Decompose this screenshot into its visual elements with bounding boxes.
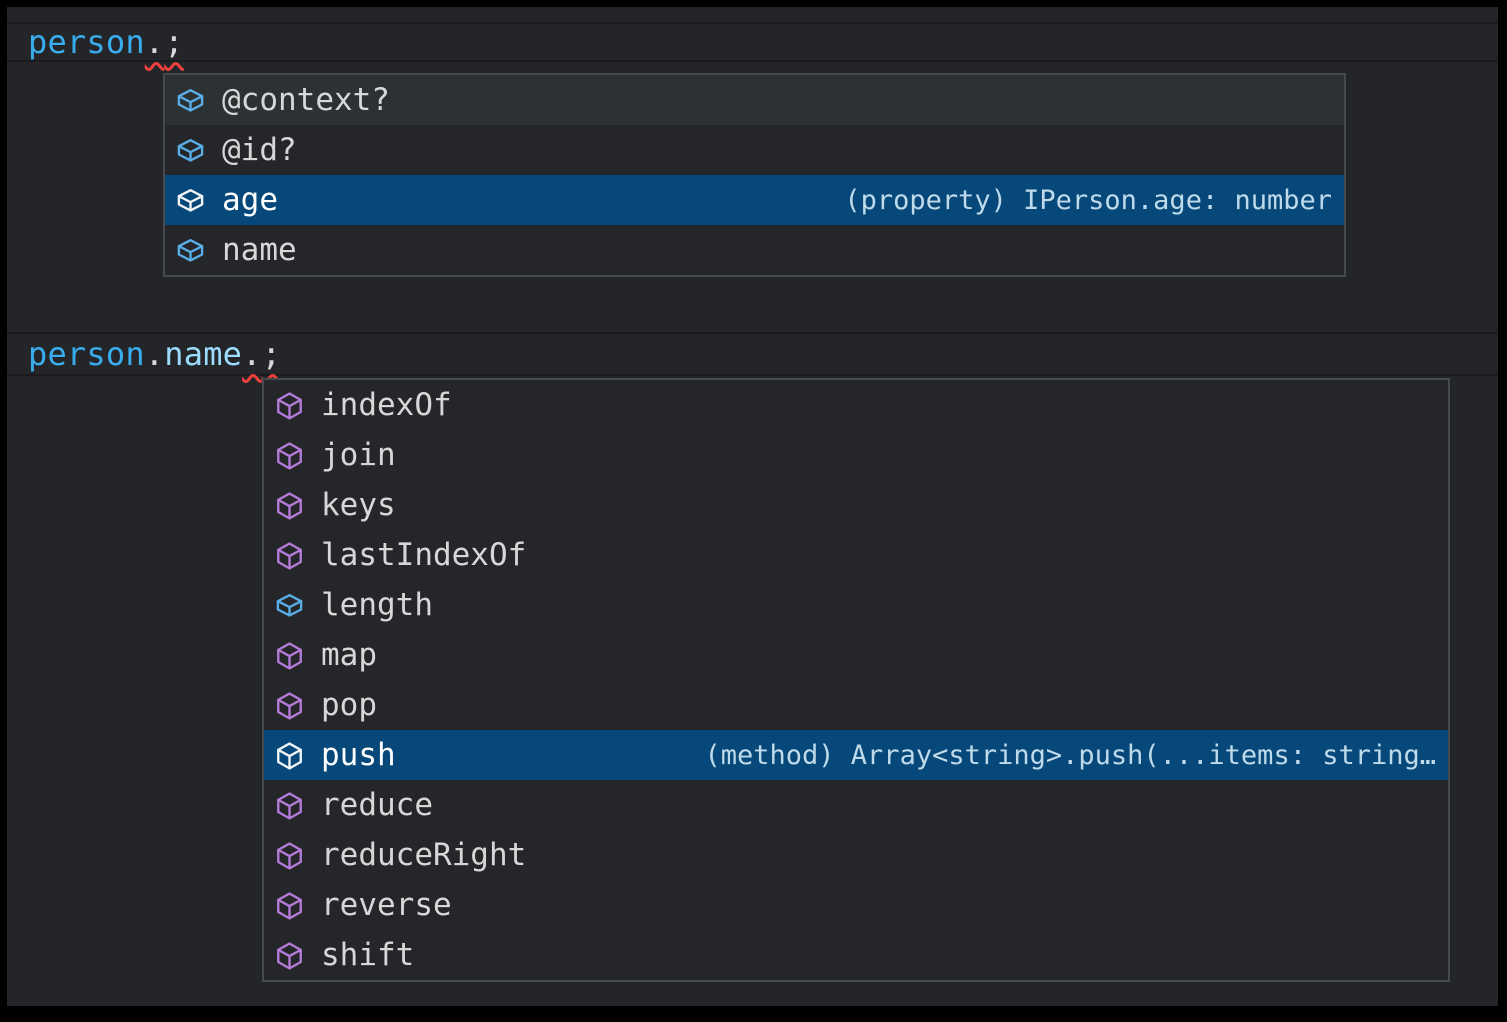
suggest-item-detail: (property) IPerson.age: number <box>844 184 1332 216</box>
symbol-field-icon <box>176 186 205 215</box>
symbol-method-icon <box>275 441 304 470</box>
symbol-method-icon <box>275 391 304 420</box>
suggest-item-join[interactable]: join <box>264 430 1448 480</box>
code-token: person <box>28 335 145 373</box>
suggest-item-context[interactable]: @context? <box>165 75 1344 125</box>
suggest-widget-person: @context? @id? age (property) IPerson.age: … <box>163 73 1346 277</box>
code-token: . <box>144 23 165 61</box>
symbol-method-icon <box>275 541 304 570</box>
symbol-field-icon <box>275 591 304 620</box>
suggest-widget-person-name: indexOf join keys lastIndexOf length map pop pu… <box>262 378 1450 982</box>
symbol-method-icon <box>275 941 304 970</box>
symbol-method-icon <box>275 641 304 670</box>
suggest-item-map[interactable]: map <box>264 630 1448 680</box>
suggest-item-reduceright[interactable]: reduceRight <box>264 830 1448 880</box>
suggest-item-label: @context? <box>222 82 390 118</box>
suggest-item-label: length <box>321 587 433 623</box>
symbol-method-icon <box>275 841 304 870</box>
code-line-person[interactable]: person.; <box>7 22 1498 62</box>
suggest-item-length[interactable]: length <box>264 580 1448 630</box>
suggest-item-label: map <box>321 637 377 673</box>
symbol-method-icon <box>275 691 304 720</box>
symbol-method-icon <box>275 791 304 820</box>
suggest-item-shift[interactable]: shift <box>264 930 1448 980</box>
code-token: person <box>28 23 145 61</box>
suggest-item-label: reduce <box>321 787 433 823</box>
suggest-item-pop[interactable]: pop <box>264 680 1448 730</box>
suggest-item-label: name <box>222 232 297 268</box>
suggest-item-label: pop <box>321 687 377 723</box>
suggest-item-reverse[interactable]: reverse <box>264 880 1448 930</box>
suggest-item-label: @id? <box>222 132 297 168</box>
code-token: ; <box>261 335 282 373</box>
suggest-item-reduce[interactable]: reduce <box>264 780 1448 830</box>
symbol-field-icon <box>176 86 205 115</box>
code-token: . <box>242 335 262 373</box>
suggest-item-id[interactable]: @id? <box>165 125 1344 175</box>
suggest-item-label: join <box>321 437 396 473</box>
code-token: . <box>144 335 165 373</box>
suggest-item-label: lastIndexOf <box>321 537 527 573</box>
suggest-item-label: age <box>222 182 278 218</box>
suggest-item-label: push <box>321 737 396 773</box>
suggest-item-label: reverse <box>321 887 452 923</box>
symbol-field-icon <box>176 236 205 265</box>
suggest-item-indexof[interactable]: indexOf <box>264 380 1448 430</box>
suggest-item-label: reduceRight <box>321 837 527 873</box>
symbol-method-icon <box>275 491 304 520</box>
code-token: ; <box>164 23 184 61</box>
code-token: name <box>164 335 243 373</box>
suggest-item-name[interactable]: name <box>165 225 1344 275</box>
symbol-field-icon <box>176 136 205 165</box>
suggest-item-keys[interactable]: keys <box>264 480 1448 530</box>
suggest-item-label: shift <box>321 937 415 973</box>
suggest-item-push[interactable]: push (method) Array<string>.push(...items… <box>264 730 1448 780</box>
suggest-item-age[interactable]: age (property) IPerson.age: number <box>165 175 1344 225</box>
code-editor[interactable]: person.; @context? @id? age (property) IPer… <box>7 7 1498 1006</box>
suggest-item-label: indexOf <box>321 387 452 423</box>
suggest-item-detail: (method) Array<string>.push(...items: st… <box>704 739 1437 771</box>
suggest-item-lastindexof[interactable]: lastIndexOf <box>264 530 1448 580</box>
symbol-method-icon <box>275 741 304 770</box>
suggest-item-label: keys <box>321 487 396 523</box>
code-line-person-name[interactable]: person.name.; <box>7 332 1498 376</box>
symbol-method-icon <box>275 891 304 920</box>
